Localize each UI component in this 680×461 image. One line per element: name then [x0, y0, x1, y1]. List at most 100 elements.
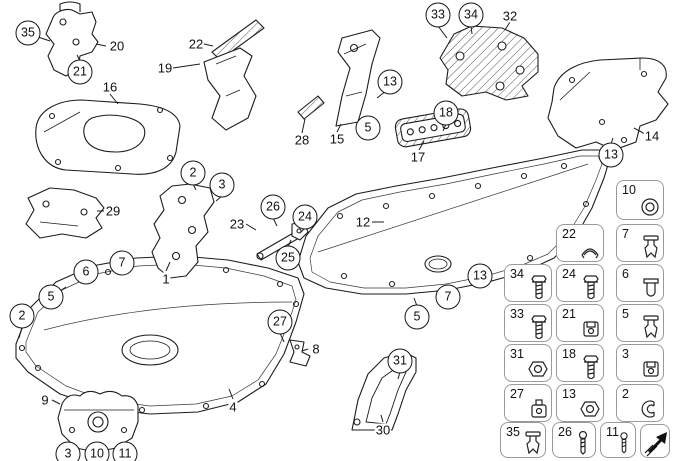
callout-12[interactable]: 12: [354, 214, 372, 230]
fastener-item-7[interactable]: 7: [616, 224, 664, 262]
fastener-item-11[interactable]: 11: [600, 422, 636, 458]
callout-16[interactable]: 16: [101, 79, 119, 95]
callout-11[interactable]: 11: [112, 441, 138, 461]
clamp-icon: [581, 248, 599, 259]
callout-17[interactable]: 17: [409, 149, 427, 165]
callout-1[interactable]: 1: [161, 271, 171, 287]
callout-29[interactable]: 29: [104, 203, 122, 219]
callout-5-b[interactable]: 5: [38, 284, 64, 310]
next-diagram-button[interactable]: [640, 424, 670, 458]
fastener-item-26[interactable]: 26: [552, 422, 596, 458]
part-29-shape: [25, 187, 105, 239]
callout-32[interactable]: 32: [501, 8, 519, 24]
part-16-shape: [35, 99, 181, 175]
part-28-shape: [297, 95, 325, 120]
next-diagram-arrow-icon: [644, 432, 667, 457]
callout-15[interactable]: 15: [328, 131, 346, 147]
fastener-label: 21: [562, 307, 576, 321]
callout-3-b[interactable]: 3: [55, 441, 81, 461]
callout-10[interactable]: 10: [84, 441, 110, 461]
callout-18[interactable]: 18: [433, 100, 459, 126]
callout-8[interactable]: 8: [311, 341, 321, 357]
callout-2-b[interactable]: 2: [9, 303, 35, 329]
callout-13-c[interactable]: 13: [467, 263, 493, 289]
callout-3-a[interactable]: 3: [209, 172, 235, 198]
callout-20[interactable]: 20: [108, 38, 126, 54]
fastener-item-10[interactable]: 10: [616, 180, 664, 220]
clip-nut-icon: [643, 361, 659, 377]
callout-7-b[interactable]: 7: [435, 284, 461, 310]
fastener-label: 35: [506, 425, 520, 439]
expanding-rivet-icon: [643, 235, 659, 259]
fastener-label: 10: [622, 183, 636, 197]
callout-25[interactable]: 25: [275, 245, 301, 271]
callout-14[interactable]: 14: [643, 128, 661, 144]
c-clip-icon: [641, 400, 655, 418]
callout-30[interactable]: 30: [374, 422, 392, 438]
plastic-nut-icon: [528, 361, 548, 377]
fastener-item-3[interactable]: 3: [616, 344, 664, 382]
callout-9[interactable]: 9: [40, 392, 50, 408]
callout-26[interactable]: 26: [260, 194, 286, 220]
part-32-shape: [439, 25, 539, 101]
part-4-shape: [15, 255, 305, 415]
fastener-label: 5: [622, 307, 629, 321]
callout-24[interactable]: 24: [292, 204, 318, 230]
screw-icon: [531, 315, 547, 339]
fastener-label: 22: [562, 227, 576, 241]
fastener-item-22[interactable]: 22: [556, 224, 604, 262]
callout-13-b[interactable]: 13: [598, 142, 624, 168]
fastener-item-24[interactable]: 24: [556, 264, 604, 302]
callout-7-a[interactable]: 7: [109, 250, 135, 276]
part-9-shape: [57, 390, 139, 453]
fastener-item-27[interactable]: 27: [504, 384, 552, 422]
fastener-label: 27: [510, 387, 524, 401]
part-19-shape: [203, 47, 257, 131]
callout-31[interactable]: 31: [387, 348, 413, 374]
fastener-item-13[interactable]: 13: [556, 384, 604, 422]
callout-28[interactable]: 28: [293, 132, 311, 148]
fastener-label: 18: [562, 347, 576, 361]
grommet-icon: [641, 198, 659, 216]
fastener-label: 3: [622, 347, 629, 361]
callout-21[interactable]: 21: [67, 59, 93, 85]
fastener-label: 33: [510, 307, 524, 321]
callout-34[interactable]: 34: [458, 2, 484, 28]
fastener-label: 7: [622, 227, 629, 241]
fastener-item-31[interactable]: 31: [504, 344, 552, 382]
callout-19[interactable]: 19: [156, 60, 174, 76]
fastener-label: 11: [606, 425, 619, 439]
callout-5-a[interactable]: 5: [355, 115, 381, 141]
callout-27[interactable]: 27: [267, 309, 293, 335]
fastener-label: 6: [622, 267, 629, 281]
fastener-item-21[interactable]: 21: [556, 304, 604, 342]
fastener-item-33[interactable]: 33: [504, 304, 552, 342]
fastener-item-5[interactable]: 5: [616, 304, 664, 342]
part-20-shape: [45, 1, 99, 77]
expanding-rivet-icon: [643, 315, 659, 339]
callout-33[interactable]: 33: [425, 2, 451, 28]
part-12-shape: [297, 149, 611, 295]
leader-lines: [18, 21, 646, 423]
screw-icon: [583, 355, 599, 379]
callout-5-c[interactable]: 5: [404, 304, 430, 330]
part-15-shape: [335, 29, 381, 127]
fastener-item-2[interactable]: 2: [616, 384, 664, 422]
fastener-item-35[interactable]: 35: [500, 422, 546, 458]
expanding-nut-icon: [531, 399, 547, 418]
torx-screw-icon: [620, 432, 628, 454]
part-8-shape: [289, 339, 311, 367]
fastener-item-34[interactable]: 34: [504, 264, 552, 302]
callout-6[interactable]: 6: [73, 259, 99, 285]
screw-icon: [583, 275, 599, 299]
callout-4[interactable]: 4: [228, 399, 238, 415]
callout-22[interactable]: 22: [187, 36, 205, 52]
callout-35[interactable]: 35: [15, 20, 41, 46]
fastener-item-6[interactable]: 6: [616, 264, 664, 302]
callout-13-a[interactable]: 13: [377, 69, 403, 95]
callout-23[interactable]: 23: [228, 216, 246, 232]
callout-2-a[interactable]: 2: [180, 160, 206, 186]
fastener-item-18[interactable]: 18: [556, 344, 604, 382]
fastener-label: 31: [510, 347, 524, 361]
